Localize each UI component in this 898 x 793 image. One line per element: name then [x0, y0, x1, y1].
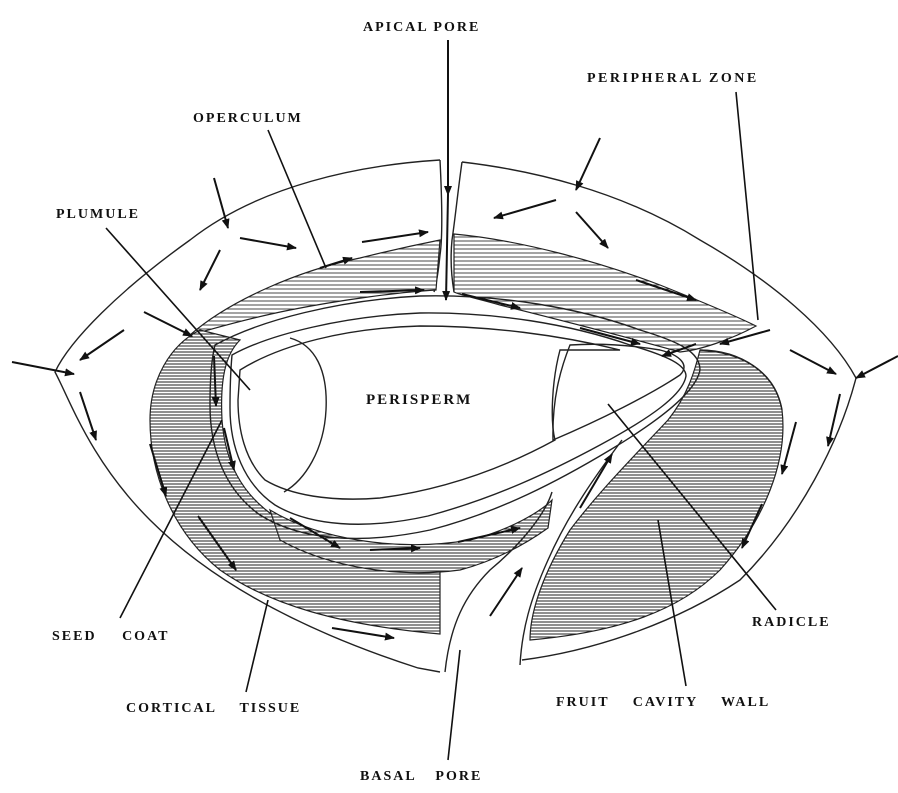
label-basal-pore: BASAL PORE — [360, 769, 482, 784]
leader-basal-pore — [448, 650, 460, 760]
label-plumule: PLUMULE — [56, 207, 140, 222]
leader-peripheral-zone — [736, 92, 758, 320]
label-peripheral-zone: PERIPHERAL ZONE — [587, 71, 759, 86]
label-seed-coat: SEED COAT — [52, 629, 169, 644]
leader-cortical-tissue — [246, 600, 268, 692]
operculum-zone — [190, 240, 440, 335]
label-fruit-cavity-wall: FRUIT CAVITY WALL — [556, 695, 770, 710]
perisperm-body — [238, 326, 620, 499]
label-radicle: RADICLE — [752, 615, 831, 630]
plumule-shape — [284, 338, 326, 492]
fruit-cavity-wall-zone — [530, 350, 783, 640]
label-cortical-tissue: CORTICAL TISSUE — [126, 701, 301, 716]
leader-operculum — [268, 130, 326, 268]
label-perisperm: PERISPERM — [366, 392, 472, 408]
label-operculum: OPERCULUM — [193, 111, 303, 126]
cortical-zone-left — [150, 330, 440, 634]
label-apical-pore: APICAL PORE — [363, 20, 480, 35]
